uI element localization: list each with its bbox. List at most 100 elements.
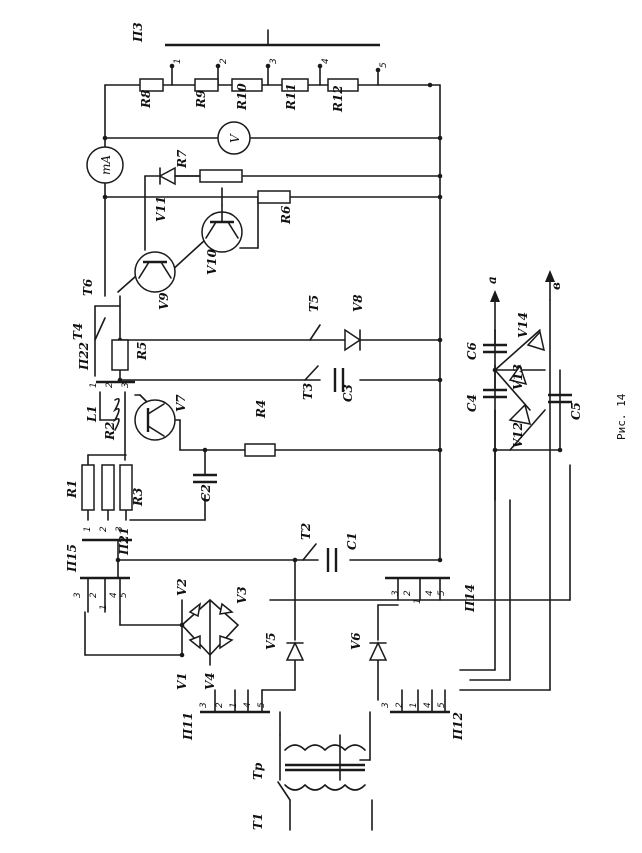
diode-bridge [180, 598, 240, 657]
label-r5: R5 [135, 342, 149, 361]
junction-dots [102, 63, 563, 658]
label-p14: П14 [463, 584, 477, 613]
switch-t2 [302, 543, 317, 561]
label-c1: C1 [345, 532, 359, 550]
label-p15: П15 [65, 544, 79, 573]
pin-numbers: 1 2 3 4 5 1 2 3 1 2 3 3 2 1 4 5 3 2 1 4 … [73, 58, 447, 708]
resistor-r12 [327, 78, 359, 92]
switch-t5 [309, 324, 321, 341]
svg-text:3: 3 [121, 382, 131, 388]
label-v4: V4 [203, 672, 217, 690]
transformer-tp [284, 744, 366, 791]
svg-text:5: 5 [257, 702, 267, 708]
svg-text:2: 2 [99, 526, 109, 532]
label-r11: R11 [284, 83, 298, 111]
svg-text:1: 1 [99, 604, 109, 610]
resistor-r7 [199, 169, 243, 183]
label-r9: R9 [194, 89, 208, 109]
svg-text:3: 3 [391, 590, 401, 596]
label-v3: V3 [235, 586, 249, 604]
label-v10: V10 [205, 248, 219, 275]
inductor-l1 [112, 397, 120, 431]
label-p22: П22 [77, 342, 91, 371]
label-t5: T5 [307, 295, 321, 312]
svg-text:5: 5 [119, 592, 129, 598]
label-r2: R2 [103, 422, 117, 441]
svg-text:3: 3 [381, 702, 391, 708]
label-p21: П21 [117, 527, 131, 556]
label-r3: R3 [131, 488, 145, 507]
resistor-r10 [231, 78, 263, 92]
capacitor-c3 [333, 368, 345, 392]
label-c5: C5 [569, 402, 583, 420]
terminal-a-arrow [490, 290, 500, 331]
label-voltmeter: V [228, 133, 242, 143]
component-labels: П3 R8 R9 R10 R11 R12 R7 V11 R6 V10 V9 T6… [65, 22, 583, 830]
diode-v5 [285, 641, 305, 661]
capacitor-c4 [483, 388, 507, 399]
label-v9: V9 [157, 292, 171, 310]
resistor-r4 [244, 443, 276, 457]
label-v14: V14 [516, 312, 530, 338]
svg-text:3: 3 [115, 526, 125, 532]
resistor-r9 [194, 78, 219, 92]
label-r1: R1 [65, 480, 79, 499]
label-milliammeter: mA [99, 155, 113, 175]
label-v2: V2 [175, 578, 189, 596]
resistor-r1 [81, 464, 95, 511]
svg-text:4: 4 [423, 702, 433, 708]
switch-t4 [94, 317, 106, 341]
diode-v13 [508, 364, 528, 386]
svg-text:5: 5 [437, 590, 447, 596]
label-t4: T4 [71, 323, 85, 340]
svg-text:1: 1 [83, 526, 93, 532]
label-t2: T2 [299, 523, 313, 540]
transistor-v7 [134, 399, 176, 441]
figure-caption: Рис. 14 [615, 393, 628, 440]
svg-text:1: 1 [413, 598, 423, 604]
resistor-r5 [111, 339, 129, 371]
label-c3: C3 [341, 384, 355, 402]
svg-text:2: 2 [215, 702, 225, 708]
svg-text:3: 3 [73, 592, 83, 598]
svg-text:1: 1 [89, 382, 99, 388]
svg-text:4: 4 [109, 592, 119, 598]
svg-text:5: 5 [437, 702, 447, 708]
label-t1: T1 [251, 813, 265, 830]
label-r7: R7 [175, 149, 189, 169]
svg-text:4: 4 [243, 702, 253, 708]
resistor-r3 [119, 464, 133, 511]
resistor-r11 [281, 78, 309, 92]
label-r6: R6 [279, 205, 293, 225]
label-v13: V13 [511, 364, 525, 390]
resistor-r2 [101, 464, 115, 511]
switch-t3 [304, 365, 319, 381]
label-c4: C4 [465, 394, 479, 412]
diode-v14 [526, 330, 546, 352]
milliammeter-icon [86, 146, 124, 184]
diode-v6 [368, 641, 388, 661]
label-p3: П3 [131, 22, 145, 43]
label-p12: П12 [451, 712, 465, 741]
svg-text:5: 5 [379, 62, 389, 68]
label-v1: V1 [175, 672, 189, 690]
label-c2: C2 [199, 484, 213, 502]
label-r12: R12 [331, 85, 345, 113]
label-r10: R10 [235, 83, 249, 111]
wiring [80, 29, 571, 831]
svg-text:2: 2 [403, 590, 413, 596]
label-tp: Tp [251, 762, 265, 780]
svg-text:2: 2 [219, 58, 229, 64]
label-t3: T3 [301, 383, 315, 400]
capacitor-c1 [326, 548, 338, 572]
label-v12: V12 [511, 422, 525, 448]
svg-text:2: 2 [105, 382, 115, 388]
label-r8: R8 [139, 89, 153, 109]
svg-text:4: 4 [425, 590, 435, 596]
svg-text:2: 2 [89, 592, 99, 598]
svg-text:3: 3 [199, 702, 209, 708]
resistor-r8 [139, 78, 164, 92]
label-v8: V8 [351, 294, 365, 312]
svg-text:1: 1 [409, 702, 419, 708]
